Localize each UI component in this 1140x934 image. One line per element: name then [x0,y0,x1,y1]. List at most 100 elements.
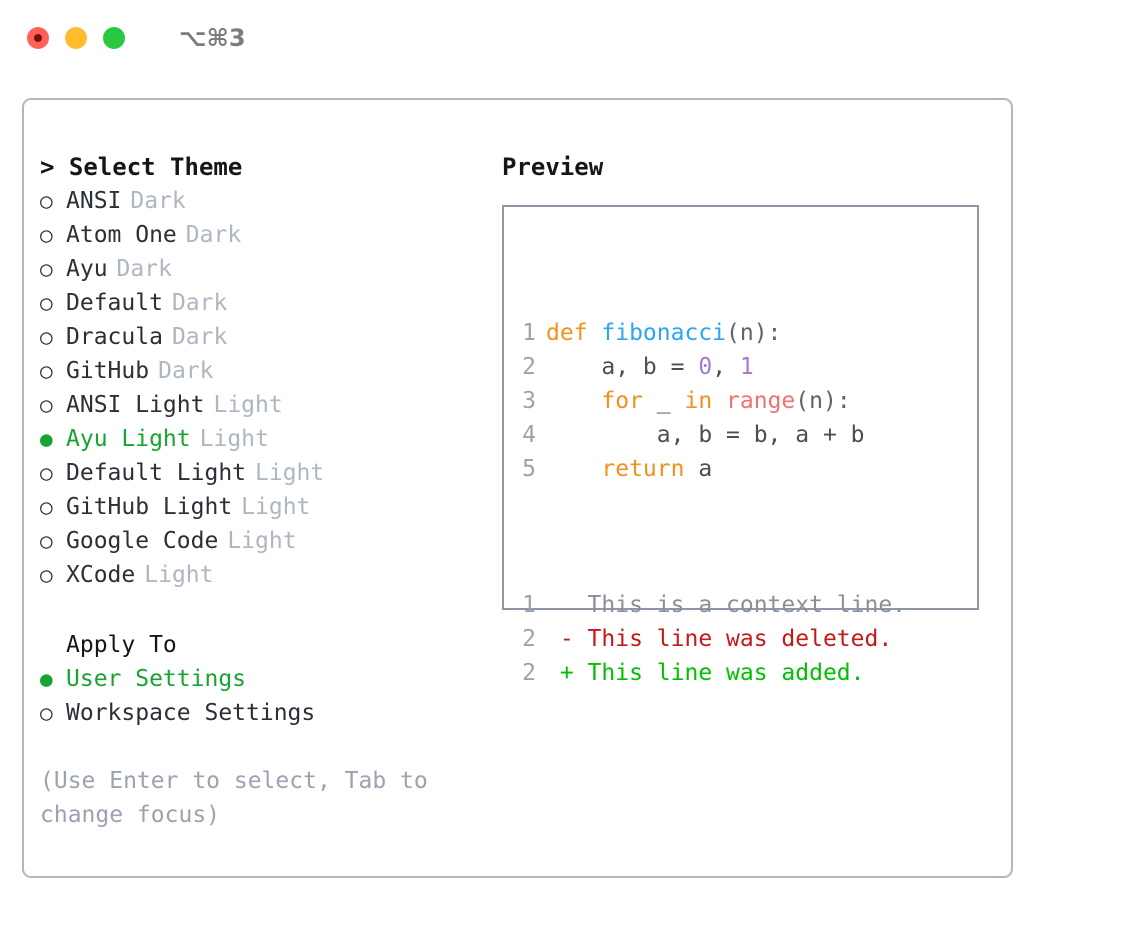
radio-unselected-icon: ○ [40,495,53,519]
radio-unselected-icon: ○ [40,701,53,725]
code-token: (n): [726,320,782,346]
code-token: (n): [795,388,851,414]
radio-selected-icon: ● [40,667,53,691]
code-token: def [546,320,602,346]
code-token: _ [642,388,685,414]
apply-to-heading: Apply To [66,632,177,658]
theme-name: Atom One [66,222,177,248]
theme-variant-label: Light [144,562,214,588]
theme-list-item[interactable]: ○ ANSI Light Light [40,388,480,422]
apply-to-list[interactable]: ● User Settings ○ Workspace Settings [40,662,480,730]
theme-list-item[interactable]: ○ Google Code Light [40,524,480,558]
line-number: 2 [522,354,536,380]
code-token: a [684,456,713,482]
code-token: range [726,388,796,414]
code-token: , [712,354,740,380]
code-token [546,388,601,414]
theme-name: Ayu [66,256,108,282]
theme-variant-label: Dark [158,358,214,384]
theme-list-item[interactable]: ○ Default Dark [40,286,480,320]
radio-unselected-icon: ○ [40,257,53,281]
theme-variant-label: Light [227,528,297,554]
theme-name: ANSI [66,188,122,214]
theme-variant-label: Light [255,460,325,486]
diff-line-text: + This line was added. [546,660,865,686]
maximize-button-icon[interactable] [103,27,125,49]
radio-unselected-icon: ○ [40,359,53,383]
keyboard-shortcut-label: ⌥⌘3 [179,24,246,52]
diff-line: 1 This is a context line. [522,588,906,622]
minimize-button-icon[interactable] [65,27,87,49]
code-token: a, b = b, a + b [546,422,865,448]
line-number: 2 [522,626,536,652]
theme-variant-label: Dark [116,256,172,282]
close-button-icon[interactable] [27,27,49,49]
preview-heading: Preview [502,153,604,181]
theme-variant-label: Dark [171,290,228,316]
theme-list-item[interactable]: ○ Atom One Dark [40,218,480,252]
theme-list-item[interactable]: ○ GitHub Dark [40,354,480,388]
radio-unselected-icon: ○ [40,189,53,213]
theme-variant-label: Light [199,426,269,452]
code-token: in [684,388,713,414]
line-number: 1 [522,592,536,618]
line-number: 4 [522,422,536,448]
theme-variant-label: Light [213,392,283,418]
radio-unselected-icon: ○ [40,325,53,349]
apply-to-option[interactable]: ● User Settings [40,662,480,696]
apply-to-label: Workspace Settings [66,700,316,726]
radio-unselected-icon: ○ [40,529,53,553]
code-line: 5 return a [522,452,906,486]
line-number: 3 [522,388,536,414]
theme-variant-label: Dark [171,324,228,350]
apply-to-section: Apply To ● User Settings ○ Workspace Settin… [40,628,480,730]
apply-to-option[interactable]: ○ Workspace Settings [40,696,480,730]
theme-list-item[interactable]: ○ GitHub Light Light [40,490,480,524]
code-line: 2 a, b = 0, 1 [522,350,906,384]
theme-list-item[interactable]: ● Ayu Light Light [40,422,480,456]
diff-line: 2 + This line was added. [522,656,906,690]
diff-line-text: This is a context line. [546,592,907,618]
select-theme-heading: > Select Theme [40,153,243,181]
diff-line-text: - This line was deleted. [546,626,893,652]
traffic-light-buttons [27,27,125,49]
code-token: 1 [739,354,754,380]
theme-variant-label: Light [241,494,311,520]
line-number: 1 [522,320,536,346]
theme-list-item[interactable]: ○ Dracula Dark [40,320,480,354]
theme-name: Dracula [66,324,163,350]
theme-name: Default [66,290,163,316]
code-token: 0 [698,354,713,380]
radio-unselected-icon: ○ [40,223,53,247]
code-token: a, b = [546,354,699,380]
diff-sample: 1 This is a context line. 2 - This line w… [522,588,906,690]
theme-variant-label: Dark [185,222,242,248]
theme-name: GitHub Light [66,494,233,520]
theme-list-item[interactable]: ○ Ayu Dark [40,252,480,286]
radio-unselected-icon: ○ [40,291,53,315]
theme-name: Google Code [66,528,219,554]
keyboard-hint-text: (Use Enter to select, Tab to change focu… [40,768,428,828]
radio-unselected-icon: ○ [40,393,53,417]
radio-unselected-icon: ○ [40,563,53,587]
radio-selected-icon: ● [40,427,53,451]
line-number: 2 [522,660,536,686]
apply-to-label: User Settings [66,666,247,692]
line-number: 5 [522,456,536,482]
theme-name: GitHub [66,358,150,384]
theme-variant-label: Dark [130,188,186,214]
theme-name: Ayu Light [66,426,191,452]
theme-name: ANSI Light [66,392,205,418]
theme-list-item[interactable]: ○ ANSI Dark [40,184,480,218]
